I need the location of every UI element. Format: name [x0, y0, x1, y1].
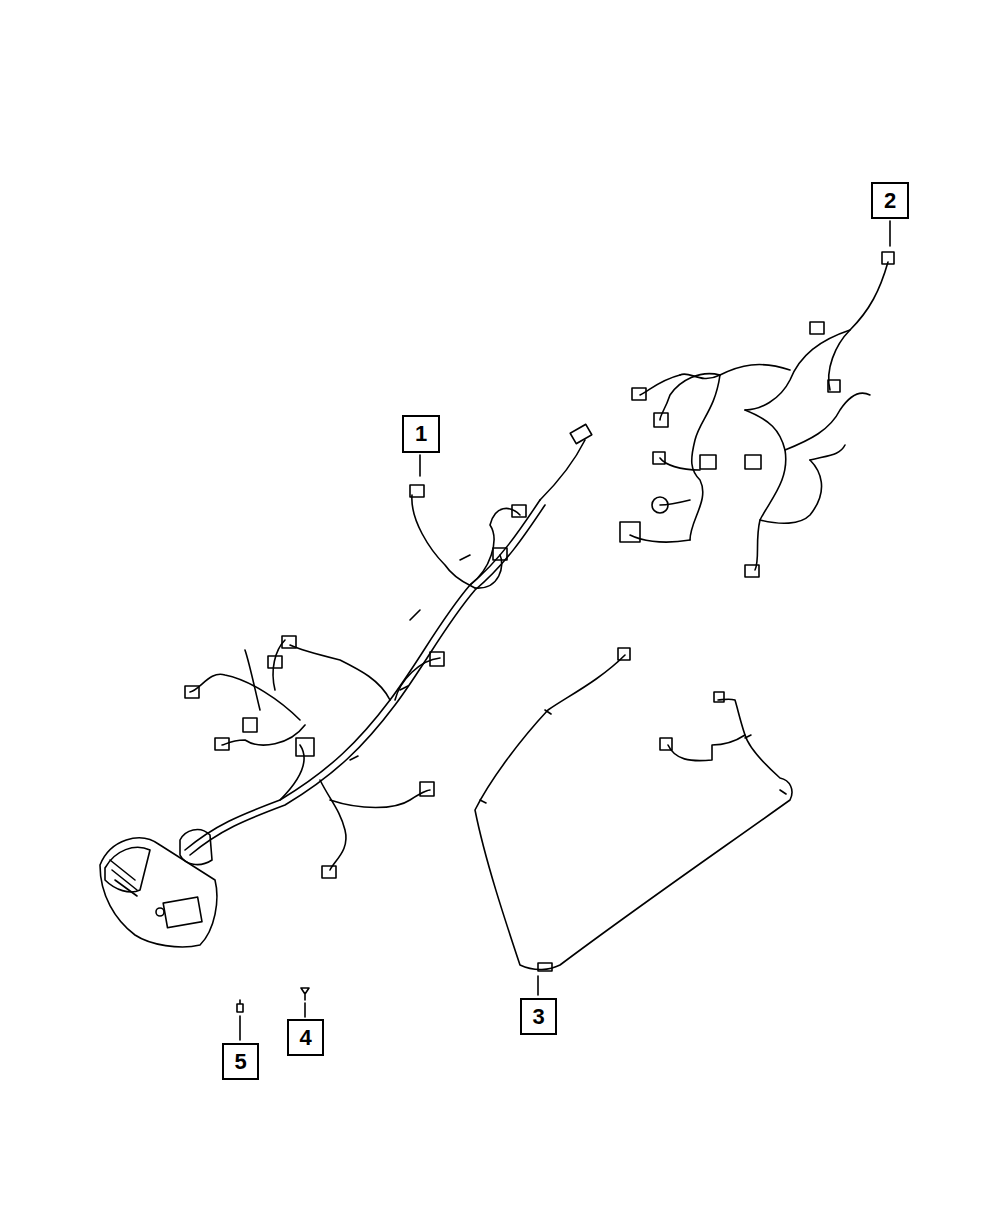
fasteners	[237, 988, 309, 1012]
wiring-harness-2	[620, 252, 894, 577]
callout-number: 3	[520, 998, 557, 1035]
callout-number: 1	[402, 415, 440, 453]
leader-lines	[240, 221, 890, 1040]
wiring-harness-3	[475, 648, 792, 971]
callout-number: 5	[222, 1043, 259, 1080]
callout-number: 4	[287, 1019, 324, 1056]
callout-number: 2	[871, 182, 909, 219]
wiring-harness-1	[100, 424, 592, 947]
